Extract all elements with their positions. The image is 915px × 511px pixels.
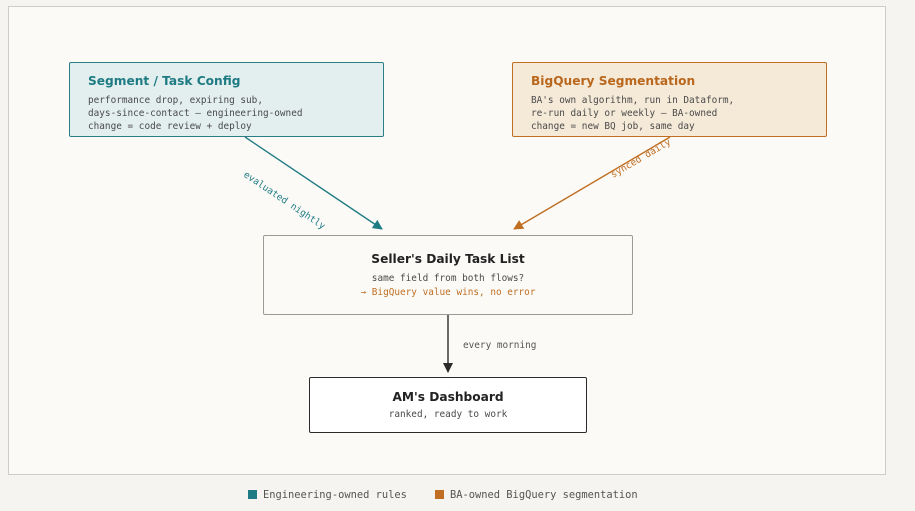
node-line: re-run daily or weekly — BA-owned [531,108,718,119]
node-resolution: → BigQuery value wins, no error [360,287,536,298]
seller-task-list-node: Seller's Daily Task List same field from… [263,235,633,315]
node-question: same field from both flows? [371,273,525,284]
am-dashboard-node: AM's Dashboard ranked, ready to work [309,377,587,433]
legend-item-ba: BA-owned BigQuery segmentation [435,489,638,501]
legend-label: Engineering-owned rules [263,489,407,501]
node-line: performance drop, expiring sub, [88,95,263,106]
node-line: BA's own algorithm, run in Dataform, [531,95,735,106]
orange-swatch-icon [435,490,444,499]
legend-label: BA-owned BigQuery segmentation [450,489,638,501]
teal-swatch-icon [248,490,257,499]
legend-item-engineering: Engineering-owned rules [248,489,407,501]
node-description: performance drop, expiring sub, days-sin… [88,94,302,133]
node-title: Segment / Task Config [88,74,241,88]
node-line: change = code review + deploy [88,121,252,132]
engineering-rules-node: Segment / Task Config performance drop, … [69,62,384,137]
node-line: change = new BQ job, same day [531,121,695,132]
bigquery-segmentation-node: BigQuery Segmentation BA's own algorithm… [512,62,827,137]
node-description: ranked, ready to work [388,409,508,420]
node-line: days-since-contact — engineering-owned [88,108,303,119]
node-title: Seller's Daily Task List [371,252,525,266]
node-title: BigQuery Segmentation [531,74,696,88]
node-description: BA's own algorithm, run in Dataform, re-… [531,94,734,133]
node-title: AM's Dashboard [392,390,504,404]
